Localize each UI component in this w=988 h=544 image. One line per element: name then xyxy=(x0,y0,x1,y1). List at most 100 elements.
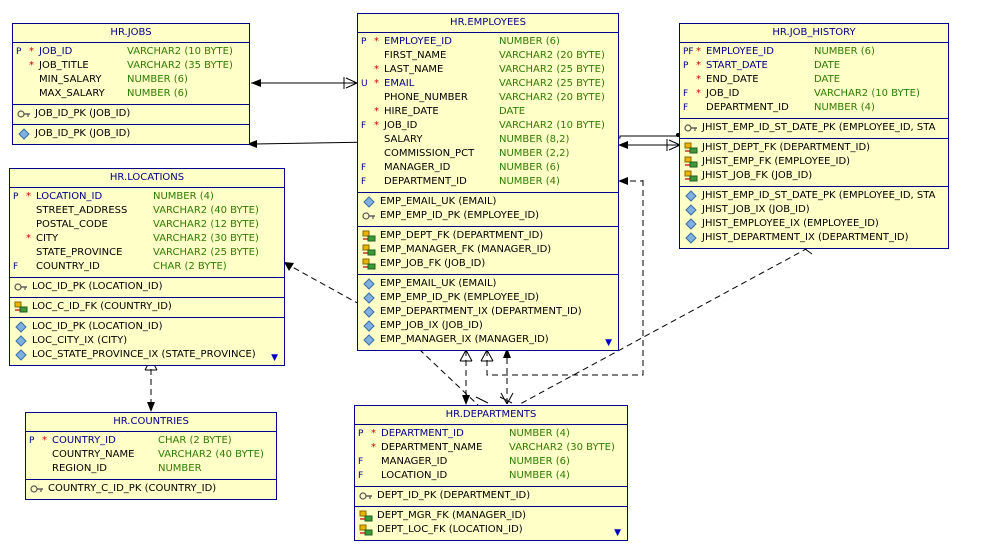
constraint-row[interactable]: DEPT_ID_PK (DEPARTMENT_ID) xyxy=(355,489,627,503)
crowsfoot-bar xyxy=(475,396,489,404)
constraint-row[interactable]: EMP_JOB_FK (JOB_ID) xyxy=(358,257,618,271)
constraint-row[interactable]: DEPT_MGR_FK (MANAGER_ID) xyxy=(355,509,627,523)
constraint-row[interactable]: EMP_MANAGER_FK (MANAGER_ID) xyxy=(358,243,618,257)
rel-dept-loc[interactable] xyxy=(284,262,479,406)
expand-arrow-icon[interactable]: ▼ xyxy=(614,528,621,538)
column-type: NUMBER (6) xyxy=(127,74,188,85)
constraint-row[interactable]: JHIST_EMP_FK (EMPLOYEE_ID) xyxy=(680,155,948,169)
constraint-row[interactable]: EMP_MANAGER_IX (MANAGER_ID) xyxy=(358,333,618,347)
index-icon xyxy=(684,189,698,203)
table-title[interactable]: HR.COUNTRIES xyxy=(26,413,276,432)
constraint-row[interactable]: JHIST_JOB_IX (JOB_ID) xyxy=(680,203,948,217)
key-flag: F xyxy=(358,457,364,467)
table-title[interactable]: HR.DEPARTMENTS xyxy=(355,406,627,425)
table-title[interactable]: HR.LOCATIONS xyxy=(10,169,284,188)
key-flag: F xyxy=(13,262,19,272)
constraint-row[interactable]: LOC_ID_PK (LOCATION_ID) xyxy=(10,280,284,294)
constraint-row[interactable]: LOC_STATE_PROVINCE_IX (STATE_PROVINCE) xyxy=(10,348,284,362)
constraint-label: JOB_ID_PK (JOB_ID) xyxy=(35,128,131,139)
table-title[interactable]: HR.EMPLOYEES xyxy=(358,14,618,33)
rel-jhist-dept[interactable] xyxy=(519,247,809,405)
constraint-row[interactable]: EMP_DEPT_FK (DEPARTMENT_ID) xyxy=(358,229,618,243)
constraint-row[interactable]: JHIST_JOB_FK (JOB_ID) xyxy=(680,169,948,183)
constraint-row[interactable]: EMP_EMAIL_UK (EMAIL) xyxy=(358,195,618,209)
constraint-row[interactable]: JHIST_DEPARTMENT_IX (DEPARTMENT_ID) xyxy=(680,231,948,245)
constraint-row[interactable]: LOC_C_ID_FK (COUNTRY_ID) xyxy=(10,300,284,314)
constraint-row[interactable]: JHIST_EMP_ID_ST_DATE_PK (EMPLOYEE_ID, ST… xyxy=(680,189,948,203)
expand-arrow-icon[interactable]: ▼ xyxy=(271,353,278,363)
constraint-label: JHIST_EMPLOYEE_IX (EMPLOYEE_ID) xyxy=(702,218,879,229)
table-title[interactable]: HR.JOBS xyxy=(13,24,249,43)
constraint-row[interactable]: EMP_EMAIL_UK (EMAIL) xyxy=(358,277,618,291)
constraint-row[interactable]: JHIST_EMP_ID_ST_DATE_PK (EMPLOYEE_ID, ST… xyxy=(680,121,948,135)
constraint-row[interactable]: LOC_ID_PK (LOCATION_ID) xyxy=(10,320,284,334)
constraint-section: DEPT_ID_PK (DEPARTMENT_ID) xyxy=(355,487,627,507)
constraint-row[interactable]: EMP_EMP_ID_PK (EMPLOYEE_ID) xyxy=(358,209,618,223)
column-type: NUMBER (6) xyxy=(814,46,875,57)
index-icon xyxy=(362,195,376,209)
table-title[interactable]: HR.JOB_HISTORY xyxy=(680,24,948,43)
column-name: CITY xyxy=(36,233,59,244)
constraint-section: DEPT_MGR_FK (MANAGER_ID)DEPT_LOC_FK (LOC… xyxy=(355,507,627,540)
rel-emp-manager[interactable] xyxy=(486,180,644,376)
constraint-label: JHIST_DEPT_FK (DEPARTMENT_ID) xyxy=(702,142,871,153)
column-name: SALARY xyxy=(384,134,423,145)
index-icon xyxy=(17,127,31,141)
constraint-row[interactable]: JHIST_DEPT_FK (DEPARTMENT_ID) xyxy=(680,141,948,155)
key-flag: P xyxy=(683,61,689,71)
column-row[interactable]: COUNTRY_NAME VARCHAR2 (40 BYTE) xyxy=(26,448,276,462)
expand-arrow-icon[interactable]: ▼ xyxy=(605,338,612,348)
constraint-row[interactable]: COUNTRY_C_ID_PK (COUNTRY_ID) xyxy=(26,482,276,496)
column-type: NUMBER (6) xyxy=(509,456,570,467)
constraint-row[interactable]: DEPT_LOC_FK (LOCATION_ID) xyxy=(355,523,627,537)
column-name: COUNTRY_NAME xyxy=(52,449,135,460)
constraint-row[interactable]: EMP_JOB_IX (JOB_ID) xyxy=(358,319,618,333)
constraint-row[interactable]: EMP_EMP_ID_PK (EMPLOYEE_ID) xyxy=(358,291,618,305)
constraint-row[interactable]: EMP_DEPARTMENT_IX (DEPARTMENT_ID) xyxy=(358,305,618,319)
column-type: VARCHAR2 (40 BYTE) xyxy=(158,449,264,460)
constraint-row[interactable]: JOB_ID_PK (JOB_ID) xyxy=(13,107,249,121)
constraint-row[interactable]: JOB_ID_PK (JOB_ID) xyxy=(13,127,249,141)
constraint-row[interactable]: LOC_CITY_IX (CITY) xyxy=(10,334,284,348)
column-name: FIRST_NAME xyxy=(384,50,447,61)
constraint-row[interactable]: JHIST_EMPLOYEE_IX (EMPLOYEE_ID) xyxy=(680,217,948,231)
